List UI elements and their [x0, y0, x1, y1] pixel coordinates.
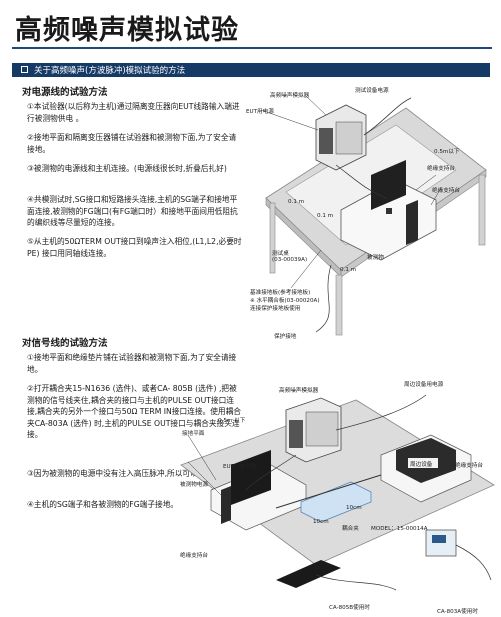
- peripheral-label-box: [408, 458, 438, 468]
- fig2-simulator-label: 高频噪声模拟器: [279, 388, 319, 394]
- page-title: 高频噪声模拟试验: [15, 15, 239, 46]
- signal-cable: [275, 474, 382, 509]
- signal-item-2: ②打开耦合夹15-N1636 (选件)、或者CA- 805B (选件) ,把被测…: [27, 384, 241, 440]
- fig2-dist-10cm-a-label: 10cm: [346, 505, 362, 511]
- eut-power-cable: [245, 454, 297, 491]
- fig2-dist-10cm-b-label: 10cm: [313, 519, 329, 525]
- fig2-clamp-label: 耦合夹: [342, 526, 359, 532]
- power-test-setup-figure: [260, 95, 487, 336]
- table-leg: [335, 274, 343, 336]
- fig1-insulated-stand-label: 绝缘支持台: [432, 188, 460, 194]
- eut-monitor: [371, 160, 406, 210]
- leader-line: [415, 174, 437, 191]
- ground-cable: [315, 264, 332, 333]
- fig2-eut-power-label: 被测物电源: [180, 482, 208, 488]
- leader-line: [187, 461, 227, 501]
- simulator-front: [305, 411, 339, 447]
- coupling-clamp: [300, 481, 372, 523]
- fig1-max-len-label: 0.5m以下: [434, 149, 460, 155]
- fig2-insulated-stand-label: 绝缘支持台: [455, 463, 483, 469]
- fig2-insulated-stand-2-label: 绝缘支持台: [180, 553, 208, 559]
- simulator-panel: [289, 420, 303, 448]
- square-bullet-icon: [21, 66, 28, 73]
- signal-item-3: ③因为被测物的电源中没有注入高压脉冲,所以可以任意电源。: [27, 469, 237, 478]
- leader-line: [290, 249, 322, 289]
- eut-monitor: [231, 450, 271, 505]
- signal-item-1: ①接地平面和绝缘垫片铺在试验器和被测物下面,为了安全请接地。: [27, 353, 237, 374]
- power-item-3: ③被测物的电源线和主机连接。(电源线很长时,折叠后扎好): [27, 164, 227, 173]
- fig1-insulated-support-label: 绝缘支持台: [427, 166, 455, 172]
- clamp-cable: [315, 574, 397, 591]
- peripheral-power-cable: [335, 394, 427, 431]
- fig1-eut-source-label: EUT用电源: [246, 109, 274, 115]
- title-rule: [12, 47, 492, 49]
- section-bar-text: 关于高频噪声(方波脉冲)模拟试验的方法: [34, 66, 186, 76]
- fig2-max-len-label: 0.5m 以下: [218, 418, 246, 424]
- fig1-test-table-code-label: (03-00039A): [272, 257, 308, 263]
- power-item-1: ①本试验器(以后称为主机)通过隔离变压器向EUT线路输入端进行被测物供电 。: [27, 102, 240, 123]
- signal-cable: [335, 164, 387, 199]
- fig1-dist-c-label: 0.1 m: [340, 267, 357, 273]
- power-cable: [363, 97, 412, 136]
- fig1-protective-ground-label: 保护接地: [274, 334, 297, 340]
- fig1-ref-plane-line3: 连接保护接地板使用: [250, 306, 301, 312]
- fig2-ca805b-label: CA-805B使用时: [329, 605, 370, 611]
- simulator-front: [335, 121, 363, 155]
- fig1-dist-a-label: 0.1 m: [288, 199, 305, 205]
- signal-section-heading: 对信号线的试验方法: [22, 338, 108, 349]
- table-leg: [269, 202, 276, 274]
- power-item-2: ②接地平面和隔离变压器铺在试验器和被测物下面,为了安全请接地。: [27, 133, 237, 154]
- leader-line: [430, 187, 442, 206]
- fig1-dist-b-label: 0.1 m: [317, 213, 334, 219]
- fig2-ground-plane-label: 接地平面: [182, 431, 205, 437]
- leader-line: [187, 434, 217, 481]
- fig1-ref-plane-line2: ※ 水平耦合板(03-00020A): [250, 298, 320, 304]
- table-leg: [478, 174, 486, 246]
- eut-pc-tower: [406, 200, 418, 245]
- fig2-eut-title-label: EUT（被测物）: [223, 464, 263, 470]
- power-item-4: ④共模测试时,SG接口和短路接头连接,主机的SG端子和接地平面连接,被测物的FG…: [27, 195, 238, 228]
- signal-test-setup-figure: [180, 394, 495, 591]
- signal-item-4: ④主机的SG端子和各被测物的FG端子接地。: [27, 500, 179, 509]
- ca805b-clamp: [276, 560, 341, 588]
- fig2-ca803a-label: CA-803A使用时: [437, 609, 478, 615]
- fig1-eut-label: 被测物: [367, 255, 384, 261]
- fig2-peripheral-device-label: 周边设备: [410, 462, 433, 468]
- leader-line: [260, 109, 319, 131]
- eut-pc-tower: [221, 486, 231, 524]
- fig1-simulator-label: 高频噪声模拟器: [270, 93, 310, 99]
- fig1-test-source-label: 测试设备电源: [355, 88, 389, 94]
- simulator-panel: [319, 128, 333, 154]
- monitor-stand: [386, 208, 392, 214]
- fig1-test-table-label: 测试桌: [272, 251, 289, 257]
- fig1-ref-plane-line1: 基准接地板(参考接地板): [250, 290, 311, 296]
- section-bar: 关于高频噪声(方波脉冲)模拟试验的方法: [12, 63, 490, 77]
- fig2-model-label: MODEL：15-00014A: [371, 526, 428, 532]
- power-item-5: ⑤从主机的50ΩTERM OUT接口到噪声注入相位,(L1,L2,必要时PE) …: [27, 237, 242, 258]
- ca803a-panel: [432, 535, 446, 543]
- power-section-heading: 对电源线的试验方法: [22, 87, 108, 98]
- leader-line: [305, 95, 327, 116]
- clamp-cable: [455, 544, 492, 581]
- fig2-peripheral-power-label: 周边设备用电源: [404, 382, 444, 388]
